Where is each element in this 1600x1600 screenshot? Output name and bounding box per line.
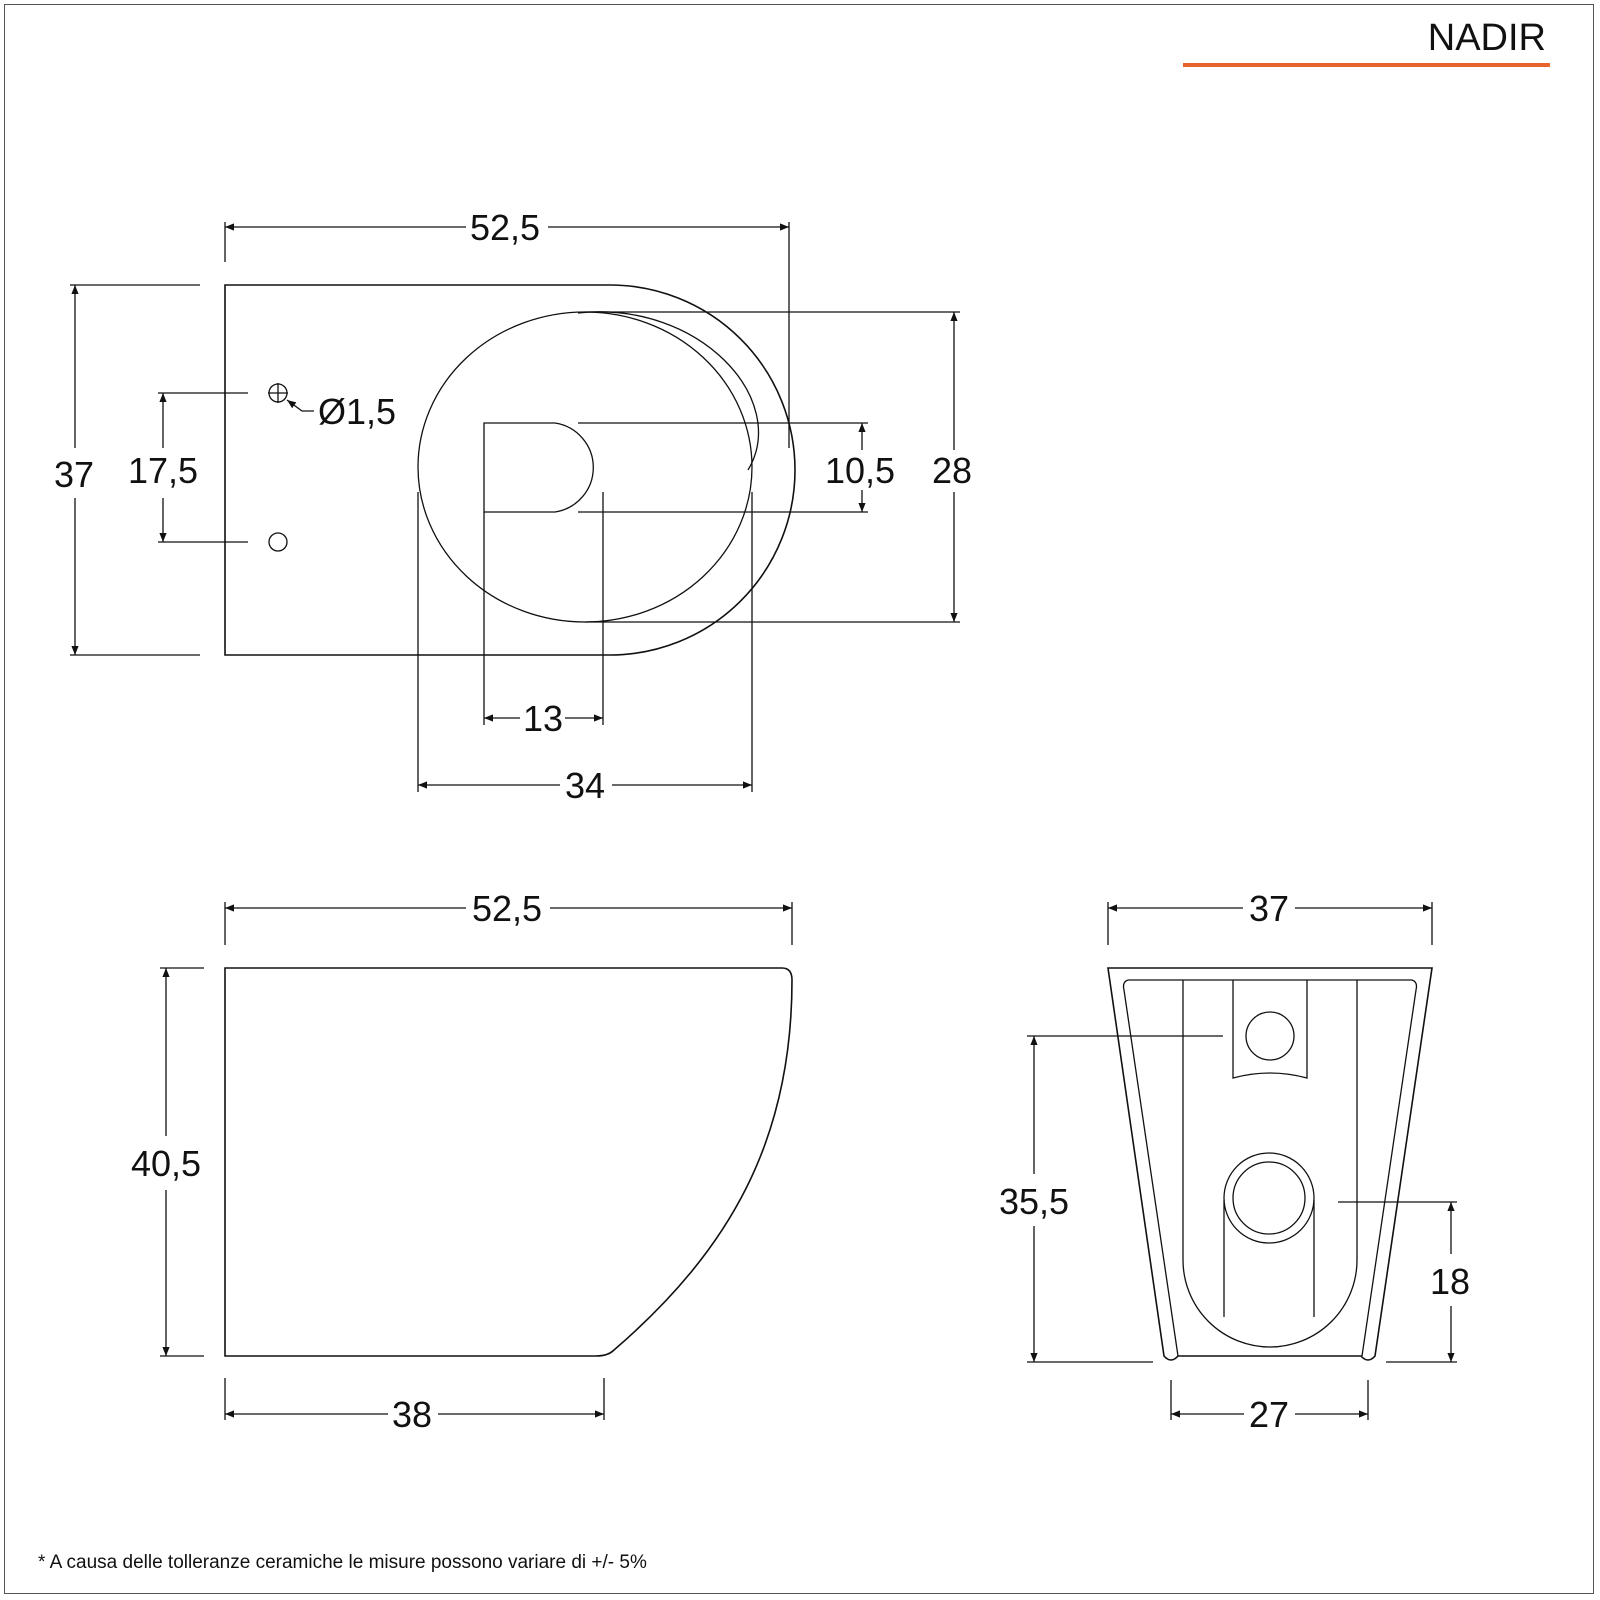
upper-inlet-icon: [1245, 1011, 1295, 1061]
top-view-outline: [224, 284, 796, 656]
fixing-distance-label: 17,5: [128, 450, 198, 491]
bowl-rim: [417, 311, 753, 623]
back-base-width-label: 27: [1249, 1394, 1289, 1435]
hole-diameter-label: Ø1,5: [318, 391, 396, 432]
brand-title: NADIR: [1428, 17, 1546, 59]
top-view: Ø1,5 52,5 37 17,5 10,5 28: [54, 207, 972, 806]
upper-inlet-frame: [1232, 980, 1308, 1079]
lower-outlet-icon: [1232, 1161, 1306, 1235]
top-width-label: 52,5: [470, 207, 540, 248]
back-cavity: [1182, 980, 1358, 1348]
fixing-hole-top: [268, 383, 288, 403]
fixing-hole-bottom: [268, 532, 288, 552]
tolerance-note: * A causa delle tolleranze ceramiche le …: [38, 1552, 647, 1573]
bowl-depth-label: 28: [932, 450, 972, 491]
lower-pipe-height-label: 18: [1430, 1261, 1470, 1302]
lower-outlet-pipe: [1223, 1200, 1315, 1317]
side-view-outline: [224, 967, 793, 1357]
drain-height-label: 10,5: [825, 450, 895, 491]
side-view: 52,5 40,5 38: [131, 888, 793, 1435]
back-view-inner-rim: [1122, 979, 1418, 1357]
back-view: 37 35,5 18 27: [999, 888, 1470, 1435]
back-view-outline: [1107, 967, 1433, 1361]
bowl-inner-curve: [577, 311, 760, 471]
side-height-label: 40,5: [131, 1143, 201, 1184]
top-depth-label: 37: [54, 454, 94, 495]
side-width-label: 52,5: [472, 888, 542, 929]
back-width-label: 37: [1249, 888, 1289, 929]
bowl-width-label: 34: [565, 765, 605, 806]
upper-pipe-height-label: 35,5: [999, 1181, 1069, 1222]
drain-width-label: 13: [523, 698, 563, 739]
drain-opening: [483, 422, 594, 513]
hole-diameter-leader: [286, 399, 314, 412]
drawing-frame: [4, 4, 1594, 1594]
side-base-length-label: 38: [392, 1394, 432, 1435]
lower-outlet-ring: [1223, 1152, 1315, 1244]
